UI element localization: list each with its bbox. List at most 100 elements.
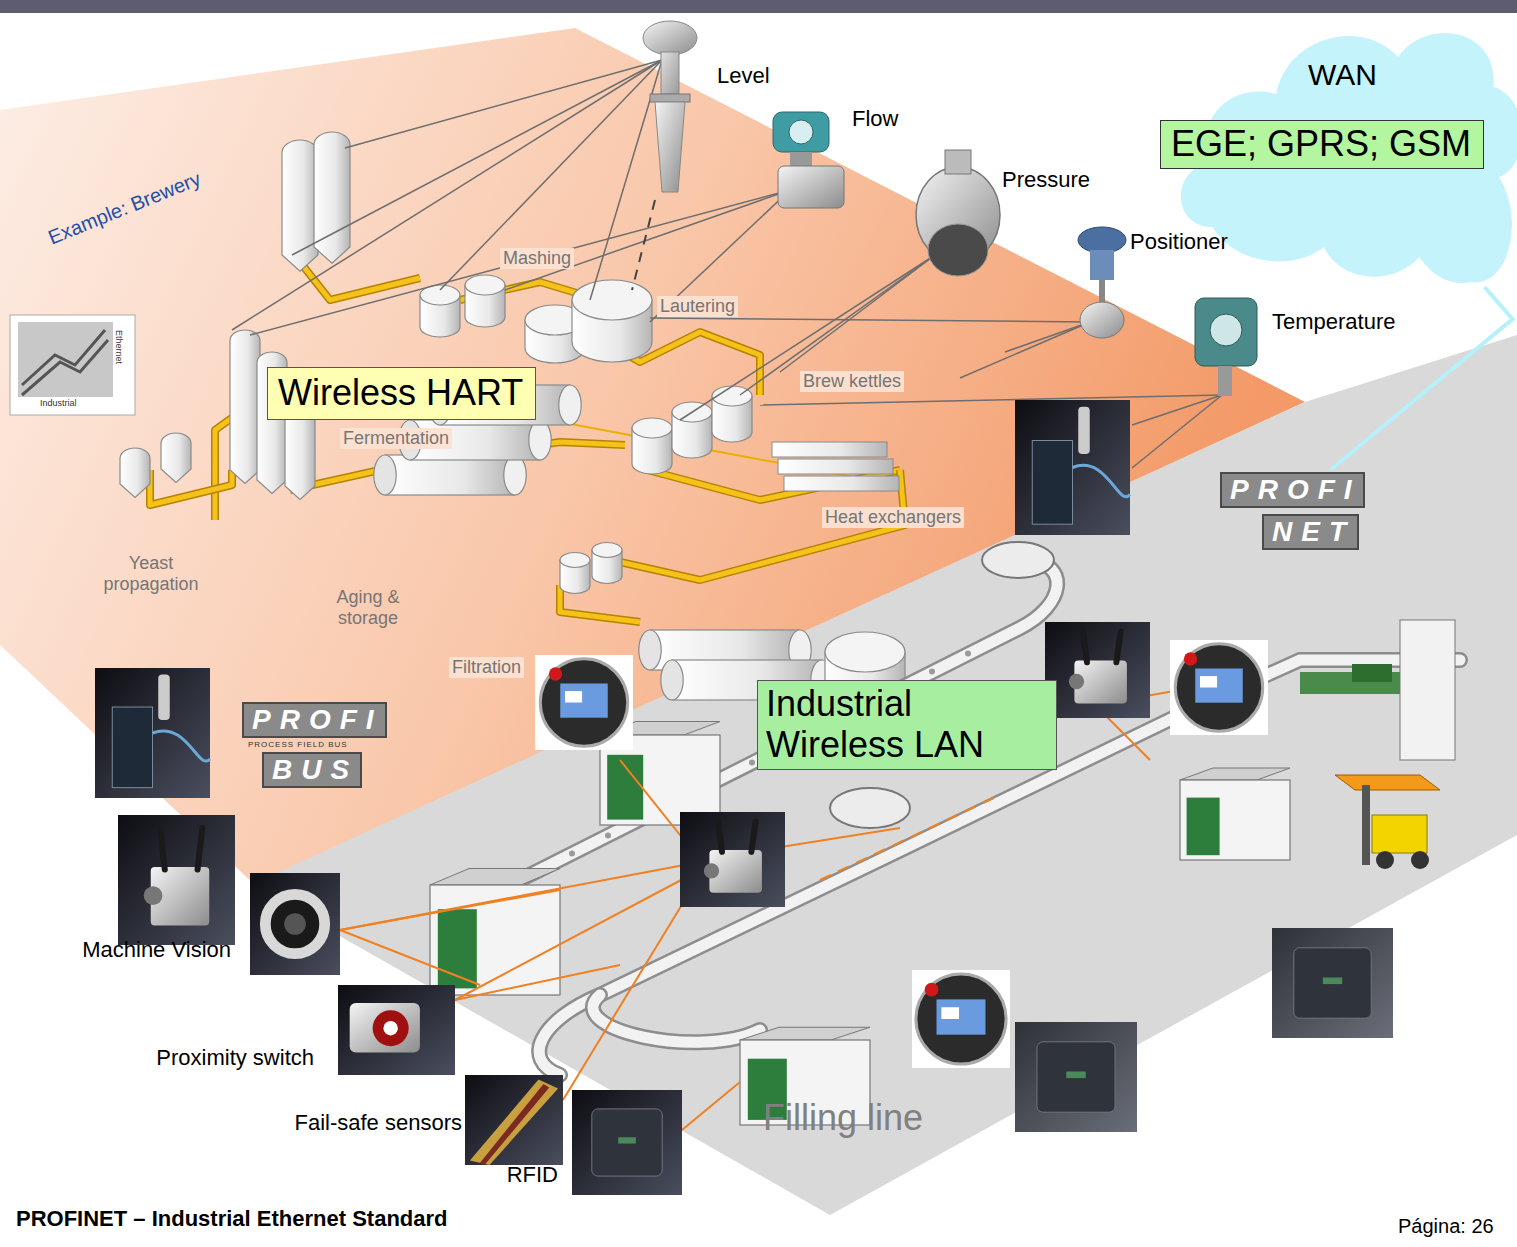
logo-frame bbox=[10, 315, 135, 415]
forklift-wheel bbox=[1411, 851, 1429, 869]
knob bbox=[144, 886, 163, 905]
flow-head bbox=[773, 112, 829, 152]
instrument-link bbox=[292, 60, 662, 255]
wireless-link bbox=[682, 1082, 740, 1130]
flow-display bbox=[789, 120, 813, 144]
device-photo bbox=[1272, 928, 1393, 1038]
heat-exchanger-plate bbox=[778, 459, 893, 474]
antenna bbox=[751, 822, 755, 852]
machine-door bbox=[607, 755, 643, 820]
protocol-box: Wireless HART bbox=[267, 367, 536, 420]
node-text: Industrial Wireless LAN bbox=[766, 683, 1048, 766]
level-horn bbox=[655, 102, 685, 192]
forklift-wheel bbox=[1376, 851, 1394, 869]
label: Industrial bbox=[40, 398, 77, 408]
tank-top bbox=[592, 543, 622, 558]
forklift-mast bbox=[1362, 785, 1370, 865]
wireless-link bbox=[455, 965, 620, 1000]
rfid-reader bbox=[1294, 948, 1371, 1018]
knob bbox=[704, 863, 719, 878]
bottle bbox=[569, 851, 575, 857]
antenna bbox=[1078, 407, 1090, 454]
sensor-bar bbox=[470, 1080, 558, 1166]
label: Mashing bbox=[500, 248, 574, 269]
level-head bbox=[643, 21, 697, 55]
label: Ethernet bbox=[114, 330, 124, 364]
bottle bbox=[929, 669, 935, 675]
bottle bbox=[605, 832, 611, 838]
top-bar bbox=[0, 0, 1517, 13]
rotary-table bbox=[982, 542, 1054, 578]
temperature-head bbox=[1195, 298, 1257, 366]
tank bbox=[120, 448, 150, 498]
rfid-reader bbox=[1037, 1042, 1115, 1112]
hmi-screen bbox=[560, 684, 608, 718]
rfid-reader bbox=[592, 1109, 662, 1176]
device-photo bbox=[1015, 1022, 1137, 1132]
machine-top bbox=[1180, 768, 1290, 780]
antenna bbox=[158, 675, 170, 721]
node-text: PROFI bbox=[242, 702, 387, 738]
photo-ground bbox=[1045, 622, 1150, 718]
instrument-link bbox=[505, 190, 790, 290]
photo-ground bbox=[572, 1090, 682, 1195]
device-photo bbox=[680, 812, 785, 907]
conveyor bbox=[593, 995, 760, 1042]
photo-ground bbox=[95, 668, 210, 798]
logo-line bbox=[22, 340, 108, 395]
bottle bbox=[749, 760, 755, 766]
temperature-display bbox=[1210, 314, 1242, 346]
camera-lens bbox=[284, 913, 306, 935]
label: Temperature bbox=[1272, 309, 1396, 334]
label: Machine Vision bbox=[82, 937, 231, 962]
label: Aging & storage bbox=[318, 587, 418, 628]
instrument-link bbox=[680, 255, 935, 420]
device-photo bbox=[95, 668, 210, 798]
positioner-body bbox=[1090, 250, 1114, 280]
heat-exchanger-plate bbox=[784, 476, 899, 491]
rfid-led bbox=[1323, 978, 1342, 985]
instrument-link bbox=[760, 395, 1222, 405]
valve-body bbox=[1080, 302, 1124, 338]
flow-body bbox=[778, 166, 844, 208]
label: RFID bbox=[507, 1162, 558, 1187]
device-photo bbox=[1015, 400, 1130, 535]
pressure-top bbox=[945, 150, 971, 174]
antenna bbox=[1116, 632, 1120, 663]
hmi-housing bbox=[916, 974, 1006, 1064]
machine-top bbox=[430, 869, 560, 886]
instrument-link bbox=[780, 255, 935, 372]
photo-ground bbox=[338, 985, 455, 1075]
instrument-link bbox=[250, 190, 790, 335]
label: Flow bbox=[852, 106, 898, 131]
rotary-table bbox=[830, 788, 910, 828]
hmi-housing bbox=[1175, 644, 1262, 731]
tank-end bbox=[529, 420, 551, 460]
wireless-link bbox=[563, 875, 700, 1100]
label: Brew kettles bbox=[800, 371, 904, 392]
flow-neck bbox=[790, 152, 812, 167]
profinet-logo: PROFINET bbox=[1218, 470, 1368, 554]
conveyor bbox=[539, 660, 1460, 1075]
level-flange bbox=[650, 94, 690, 102]
photo-ground bbox=[680, 812, 785, 907]
pipe-outline bbox=[150, 470, 232, 505]
camera-ring bbox=[265, 894, 324, 953]
machine-top bbox=[740, 1027, 870, 1040]
tank-top bbox=[825, 632, 905, 672]
pallet bbox=[1335, 775, 1440, 790]
wireless-link bbox=[340, 890, 560, 930]
tank-end bbox=[559, 385, 581, 425]
label: Lautering bbox=[657, 296, 738, 317]
bottle bbox=[965, 650, 971, 656]
photo-ground bbox=[465, 1075, 563, 1165]
tank bbox=[230, 330, 260, 483]
node-text: BUS bbox=[262, 752, 362, 788]
hmi-window bbox=[941, 1007, 959, 1019]
photo-ground bbox=[912, 970, 1010, 1068]
pipe bbox=[150, 470, 232, 505]
label: Filling line bbox=[763, 1097, 923, 1138]
node-text: EGE; GPRS; GSM bbox=[1171, 122, 1473, 165]
device-photo bbox=[338, 985, 455, 1075]
